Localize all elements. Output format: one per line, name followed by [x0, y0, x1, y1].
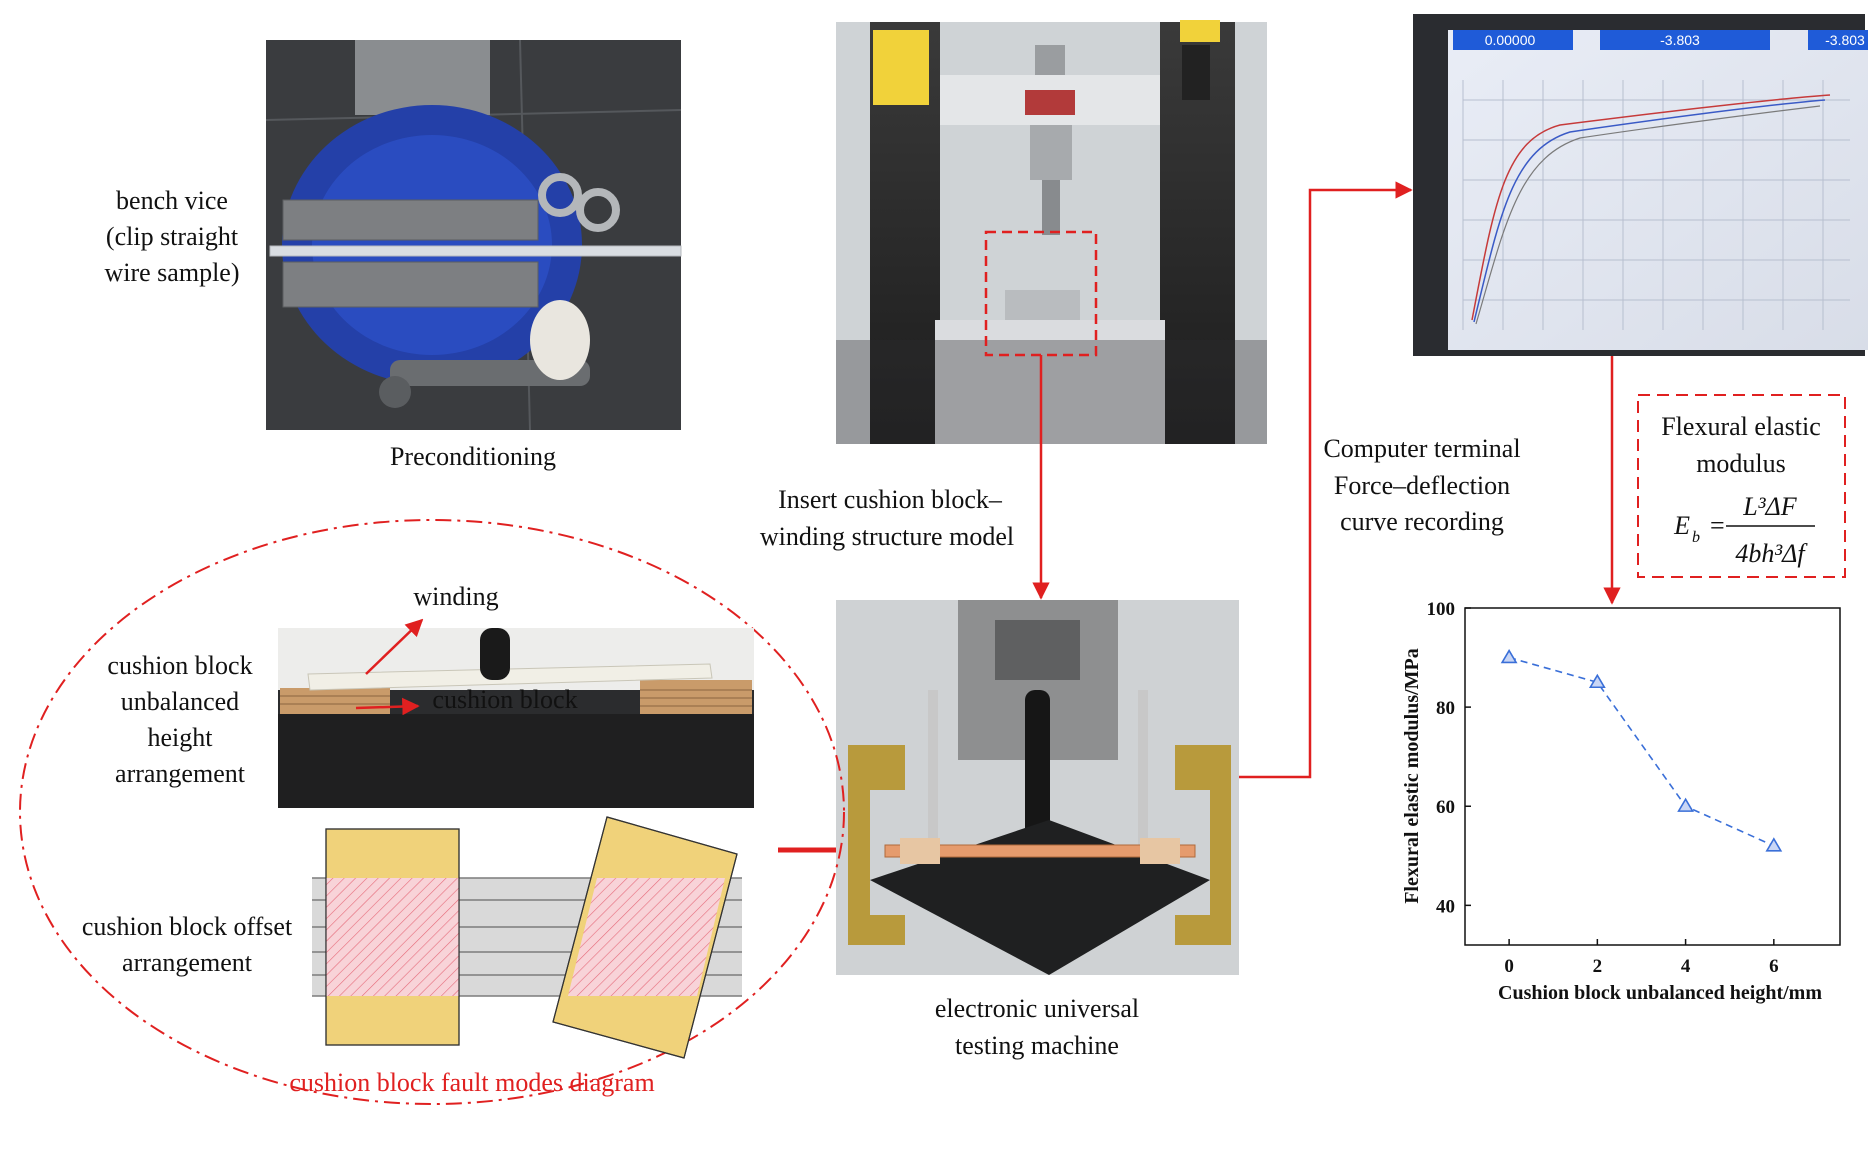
svg-text:arrangement: arrangement — [122, 948, 253, 977]
modulus-chart: 40 60 80 100 0 2 4 6 Cushion block unbalanced h… — [1401, 599, 1841, 1004]
computer-terminal-label: Computer terminal Force–deflection curve… — [1323, 434, 1520, 536]
unbalanced-height-label: cushion block unbalanced height arrangem… — [107, 651, 252, 788]
svg-text:testing machine: testing machine — [955, 1031, 1119, 1060]
bench-vice-photo — [265, 39, 682, 431]
chart-data-point — [1588, 673, 1606, 689]
cushion-block-offset-schematic — [312, 816, 742, 1059]
svg-text:modulus: modulus — [1696, 449, 1786, 478]
winding-label: winding — [413, 582, 498, 611]
bench-vice-label: bench vice (clip straight wire sample) — [104, 186, 239, 287]
svg-text:arrangement: arrangement — [115, 759, 246, 788]
computer-screen-photo: 0.00000 -3.803 -3.803 — [1413, 14, 1868, 356]
svg-text:Flexural elastic: Flexural elastic — [1661, 412, 1821, 441]
svg-text:electronic universal: electronic universal — [935, 994, 1139, 1023]
svg-text:curve recording: curve recording — [1340, 507, 1504, 536]
chart-y-tick-label: 80 — [1436, 698, 1455, 719]
fault-modes-caption: cushion block fault modes diagram — [289, 1068, 654, 1097]
svg-text:wire sample): wire sample) — [104, 258, 239, 287]
formula-lhs-sub: b — [1692, 529, 1700, 546]
insert-model-label: Insert cushion block– winding structure … — [760, 485, 1014, 551]
chart-x-tick-label: 0 — [1504, 956, 1514, 977]
screen-readout-1: 0.00000 — [1485, 32, 1536, 48]
svg-text:cushion block offset: cushion block offset — [82, 912, 293, 941]
chart-y-tick-label: 100 — [1427, 599, 1456, 620]
chart-y-tick-label: 60 — [1436, 797, 1455, 818]
formula-numerator: L³ΔF — [1742, 492, 1798, 521]
svg-text:Force–deflection: Force–deflection — [1334, 471, 1510, 500]
screen-readout-3: -3.803 — [1825, 32, 1865, 48]
chart-y-axis-label: Flexural elastic modulus/MPa — [1401, 648, 1423, 904]
svg-text:winding structure model: winding structure model — [760, 522, 1014, 551]
fault-modes-region — [19, 519, 845, 1105]
testing-machine-photo — [836, 20, 1267, 444]
svg-text:cushion block: cushion block — [107, 651, 252, 680]
chart-series-line — [1508, 656, 1775, 847]
chart-data-point — [1677, 797, 1694, 812]
chart-x-tick-label: 2 — [1593, 956, 1603, 977]
svg-text:Insert cushion block–: Insert cushion block– — [778, 485, 1003, 514]
svg-text:Computer terminal: Computer terminal — [1323, 434, 1520, 463]
svg-text:=: = — [1710, 511, 1725, 540]
cushion-block-photo — [278, 628, 754, 808]
preconditioning-caption: Preconditioning — [390, 442, 556, 471]
screen-readout-2: -3.803 — [1660, 32, 1700, 48]
testing-machine-caption: electronic universal testing machine — [935, 994, 1139, 1060]
formula-lhs: E — [1673, 511, 1690, 540]
chart-x-axis-label: Cushion block unbalanced height/mm — [1498, 982, 1822, 1004]
offset-arrangement-label: cushion block offset arrangement — [82, 912, 293, 977]
svg-text:height: height — [148, 723, 214, 752]
cushion-block-label: cushion block — [432, 685, 577, 714]
chart-data-point — [1765, 837, 1783, 852]
svg-text:(clip straight: (clip straight — [106, 222, 239, 251]
chart-x-tick-label: 4 — [1681, 956, 1691, 977]
svg-text:bench vice: bench vice — [116, 186, 228, 215]
chart-y-tick-label: 40 — [1436, 896, 1455, 917]
testing-machine-closeup-photo — [836, 600, 1239, 975]
svg-text:unbalanced: unbalanced — [121, 687, 239, 716]
formula-denominator: 4bh³Δf — [1735, 539, 1808, 568]
chart-x-tick-label: 6 — [1769, 956, 1779, 977]
chart-data-point — [1500, 648, 1518, 664]
chart-plot-frame — [1464, 607, 1841, 946]
flexural-modulus-formula: Flexural elastic modulus E b = L³ΔF 4bh³… — [1637, 394, 1846, 578]
